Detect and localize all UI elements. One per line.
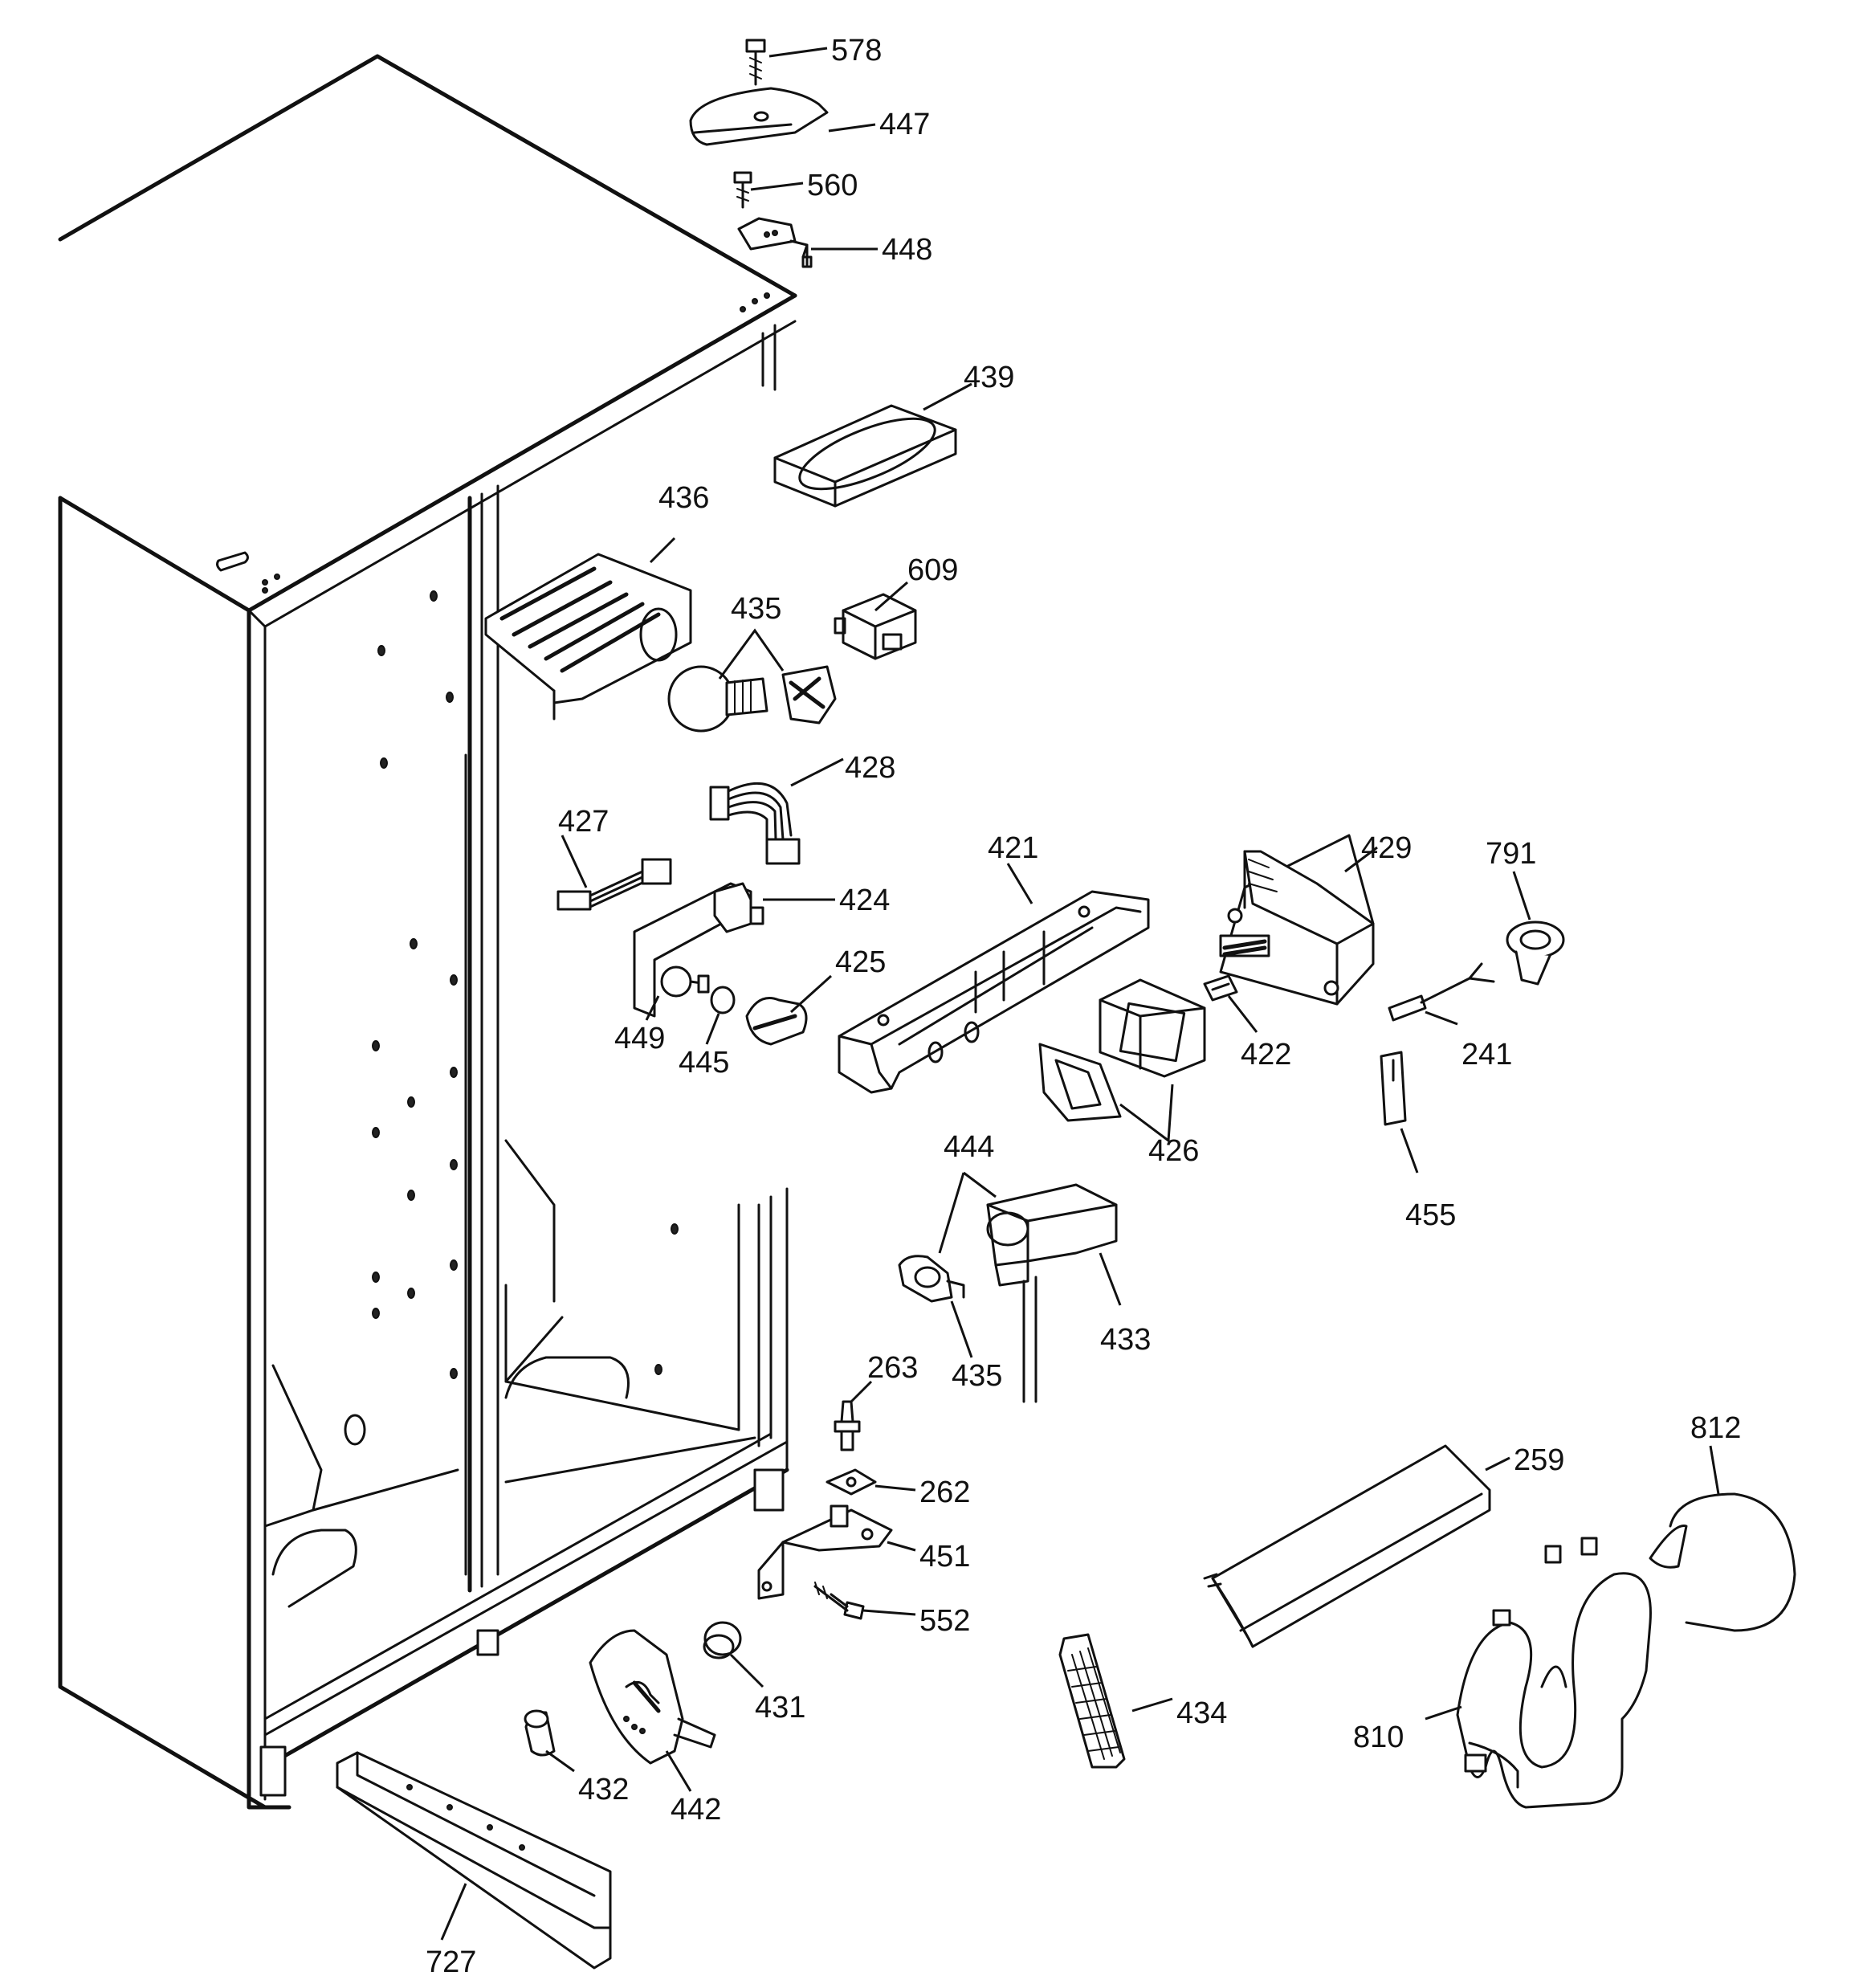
part-451-bottom-hinge — [757, 1504, 893, 1600]
cabinet-holes — [344, 590, 679, 1446]
part-552-screw — [813, 1582, 865, 1620]
label-448: 448 — [882, 233, 932, 267]
cabinet — [58, 54, 797, 1810]
part-448-hinge — [737, 217, 813, 268]
label-447: 447 — [879, 108, 930, 141]
part-727-trim — [336, 1751, 612, 1970]
label-259: 259 — [1514, 1443, 1564, 1477]
part-455-clip — [1380, 1051, 1407, 1126]
label-429: 429 — [1361, 831, 1412, 865]
label-436: 436 — [658, 481, 709, 515]
label-445: 445 — [679, 1046, 729, 1080]
label-435-lower: 435 — [952, 1359, 1002, 1393]
part-578-screw — [745, 39, 766, 86]
label-263: 263 — [867, 1351, 918, 1385]
leader-lines — [440, 47, 1720, 1941]
label-422: 422 — [1241, 1038, 1291, 1072]
label-442: 442 — [671, 1793, 721, 1827]
part-429-housing — [1219, 834, 1375, 1006]
part-241-sensor — [1388, 962, 1495, 1022]
label-439: 439 — [964, 361, 1014, 394]
label-434: 434 — [1176, 1696, 1227, 1730]
part-421-control-housing — [838, 890, 1150, 1094]
part-447-hinge-cover — [689, 87, 829, 146]
part-436-light-shield — [484, 553, 692, 720]
label-421: 421 — [988, 831, 1038, 865]
part-439-tray — [773, 404, 957, 508]
part-427-harness — [556, 858, 672, 911]
label-552: 552 — [919, 1604, 970, 1638]
part-428-harness — [709, 782, 801, 865]
label-427: 427 — [558, 805, 609, 839]
label-812: 812 — [1690, 1411, 1741, 1445]
label-791: 791 — [1486, 837, 1536, 871]
label-433: 433 — [1100, 1323, 1151, 1357]
part-424-control — [633, 882, 764, 1018]
part-426-damper — [1038, 978, 1206, 1122]
label-560: 560 — [807, 169, 858, 202]
label-444: 444 — [944, 1130, 994, 1164]
label-449: 449 — [614, 1022, 665, 1055]
part-263-pin — [834, 1400, 861, 1451]
part-433-light-housing — [986, 1183, 1118, 1403]
part-434-grille — [1058, 1633, 1126, 1769]
label-451: 451 — [919, 1540, 970, 1574]
part-560-screw — [733, 171, 752, 209]
label-431: 431 — [755, 1691, 805, 1725]
part-259-cover — [1203, 1444, 1491, 1648]
part-425-knob — [745, 997, 808, 1046]
label-455: 455 — [1405, 1198, 1456, 1232]
label-609: 609 — [907, 553, 958, 587]
label-241: 241 — [1461, 1038, 1512, 1072]
label-810: 810 — [1353, 1721, 1404, 1754]
label-435-upper: 435 — [731, 592, 781, 626]
part-labels: 578 447 560 448 439 436 435 609 428 427 … — [426, 34, 1741, 1979]
part-431-bushing — [703, 1621, 742, 1659]
part-445-knob-cap — [710, 986, 736, 1014]
label-578: 578 — [831, 34, 882, 67]
part-435-bulb-socket-upper — [667, 665, 837, 733]
label-428: 428 — [845, 751, 895, 785]
label-426: 426 — [1148, 1134, 1199, 1168]
label-424: 424 — [839, 884, 890, 917]
label-425: 425 — [835, 945, 886, 979]
part-791-cap — [1506, 921, 1565, 986]
label-262: 262 — [919, 1476, 970, 1509]
part-810-tube-assembly — [1456, 1492, 1796, 1809]
part-432-sleeve — [524, 1709, 556, 1757]
label-432: 432 — [578, 1773, 629, 1806]
part-442-closer-cam — [589, 1629, 716, 1765]
part-262-washer — [826, 1468, 877, 1496]
part-435-socket-lower — [898, 1255, 965, 1303]
label-727: 727 — [426, 1945, 476, 1979]
part-422-clip — [1203, 974, 1238, 1002]
part-609-switch — [834, 593, 917, 660]
